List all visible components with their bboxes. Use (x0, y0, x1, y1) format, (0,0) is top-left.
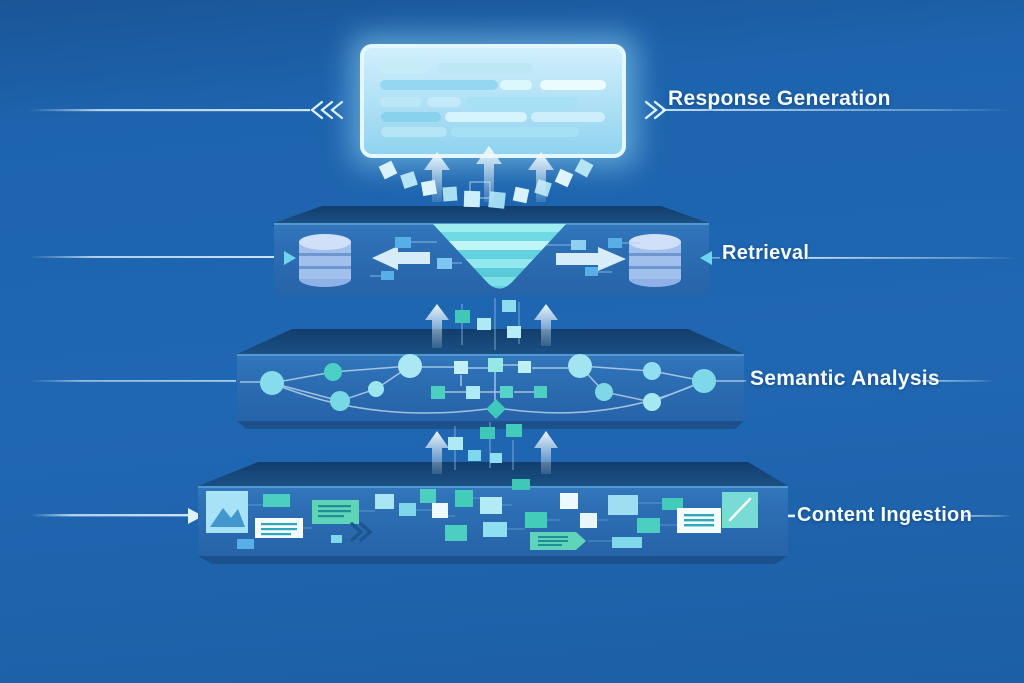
flow-line-response (28, 100, 1014, 120)
entry-triangle-left-icon (284, 251, 296, 265)
image-icon (206, 491, 248, 533)
up-arrow-icon (425, 431, 449, 474)
diamond-node-icon (486, 399, 506, 419)
content-blocks (375, 479, 683, 548)
network-graph (240, 354, 744, 419)
transfer-arrow-right (545, 238, 640, 276)
label-semantic-analysis: Semantic Analysis (750, 367, 940, 390)
up-arrow-icon (534, 431, 558, 474)
banner-arrow-icon (530, 532, 586, 550)
content-top-face (198, 462, 788, 486)
response-screen (350, 34, 638, 168)
semantic-top-face (237, 329, 744, 354)
screen-text-bars (380, 63, 606, 137)
database-icon-right (629, 234, 681, 287)
semantic-platform (237, 329, 744, 429)
up-arrows-to-screen (424, 146, 554, 202)
database-icon-left (299, 234, 351, 287)
note-pencil-icon (722, 492, 758, 528)
triple-chevron-left-icon (310, 100, 344, 120)
arrow-right-icon (188, 508, 203, 524)
label-content-ingestion: Content Ingestion (797, 504, 973, 526)
transfer-arrow-left (370, 237, 462, 280)
content-items (206, 479, 758, 550)
flow-ingestion-to-semantic (425, 422, 558, 474)
label-response-generation: Response Generation (668, 87, 891, 110)
up-arrow-icon (425, 304, 449, 348)
entry-triangle-right-icon (700, 251, 712, 265)
flow-semantic-to-retrieval (425, 298, 558, 350)
up-arrow-icon (528, 152, 554, 202)
retrieval-platform (274, 206, 712, 295)
funnel-icon (433, 224, 566, 289)
document-card-white (255, 518, 303, 538)
content-platform (198, 462, 788, 564)
retrieval-top-face (274, 206, 709, 223)
up-arrow-icon (534, 304, 558, 346)
up-arrow-icon (476, 146, 502, 202)
document-card-green (312, 500, 359, 524)
double-chevron-icon (350, 522, 373, 542)
network-nodes (260, 354, 716, 419)
up-arrow-icon (424, 152, 450, 202)
document-card-right (677, 508, 721, 533)
label-retrieval: Retrieval (722, 242, 810, 264)
paper-fan (378, 158, 594, 209)
